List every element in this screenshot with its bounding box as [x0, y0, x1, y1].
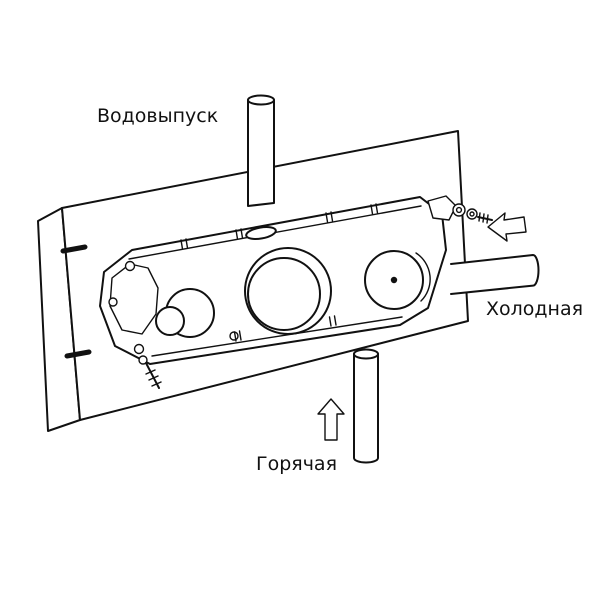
cold-label: Холодная [486, 298, 583, 320]
valve-bottom-face-edge [151, 316, 403, 357]
bolt-icon [108, 297, 118, 307]
retainer-clips [180, 203, 379, 342]
plate-screw-mark-bottom-icon [64, 349, 92, 359]
hot-label: Горячая [256, 453, 337, 475]
mounting-bracket [427, 195, 457, 221]
bracket-screw-icon [477, 212, 493, 224]
valve-body [99, 195, 493, 389]
mounting-screw-icon [138, 355, 162, 389]
outlet-pipe [247, 94, 275, 207]
right-knob-center [390, 276, 398, 284]
washer-hole [469, 211, 475, 217]
washer-icon [452, 203, 466, 217]
labels: Водовыпуск Холодная Горячая [97, 105, 583, 475]
outlet-port [245, 225, 277, 241]
plate-screw-mark-top-icon [60, 244, 88, 254]
bolt-icon [124, 260, 136, 272]
center-knob-inner [247, 257, 321, 331]
bolt-icon [133, 343, 145, 355]
insert-direction-arrow-icon [487, 212, 527, 242]
hot-pipe [353, 348, 379, 464]
washer-icon [466, 208, 478, 220]
left-knob-cap [155, 306, 185, 336]
valve-end-cap [109, 263, 159, 335]
hot-flow-up-arrow-icon [317, 398, 345, 441]
outlet-label: Водовыпуск [97, 105, 218, 127]
right-knob-flange [415, 252, 431, 302]
washer-hole [455, 206, 463, 214]
cold-pipe [450, 254, 540, 295]
